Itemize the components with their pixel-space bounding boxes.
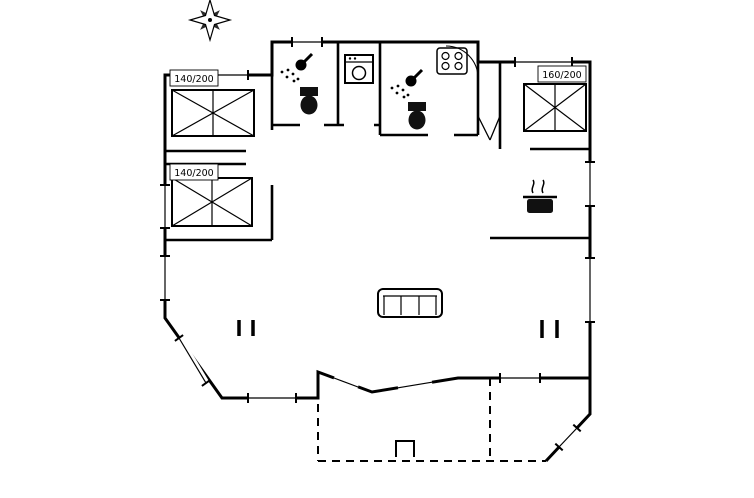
terrace-dashed-boundary bbox=[317, 378, 546, 462]
bed-size-label-top-right: 160/200 bbox=[542, 70, 581, 81]
double-bed-icon-top-left bbox=[171, 89, 255, 137]
compass-rose-icon bbox=[187, 0, 233, 43]
kitchen-symbols bbox=[523, 179, 557, 213]
toilet-icon-2 bbox=[408, 102, 426, 130]
interior-walls bbox=[165, 42, 590, 242]
sofa-icon bbox=[377, 288, 443, 318]
terrace-grill-icon bbox=[395, 440, 415, 457]
beds bbox=[171, 83, 587, 227]
doors bbox=[445, 45, 501, 141]
shower-head-icon-2 bbox=[390, 68, 424, 99]
bed-size-label-mid-left: 140/200 bbox=[174, 168, 213, 179]
windows bbox=[160, 37, 595, 452]
bathroom-2-fixtures bbox=[390, 47, 468, 130]
roof-column-icons bbox=[237, 320, 559, 338]
toilet-icon-1 bbox=[300, 87, 318, 115]
hob-shower-tray-icon bbox=[436, 47, 468, 75]
cooking-pot-icon bbox=[523, 179, 557, 213]
shower-head-icon-1 bbox=[280, 52, 314, 83]
double-bed-icon-top-right bbox=[523, 83, 587, 132]
windbreak-wall bbox=[544, 378, 592, 463]
bed-size-labels: 140/200 140/200 160/200 bbox=[169, 65, 587, 181]
living-room-symbols bbox=[237, 288, 559, 338]
washing-machine-icon bbox=[344, 54, 374, 84]
bathroom-1-fixtures bbox=[280, 52, 374, 115]
bed-size-label-top-left: 140/200 bbox=[174, 74, 213, 85]
door-swing-arc-icon bbox=[445, 45, 479, 79]
double-door-icon bbox=[477, 115, 501, 141]
double-bed-icon-mid-left bbox=[171, 177, 253, 227]
